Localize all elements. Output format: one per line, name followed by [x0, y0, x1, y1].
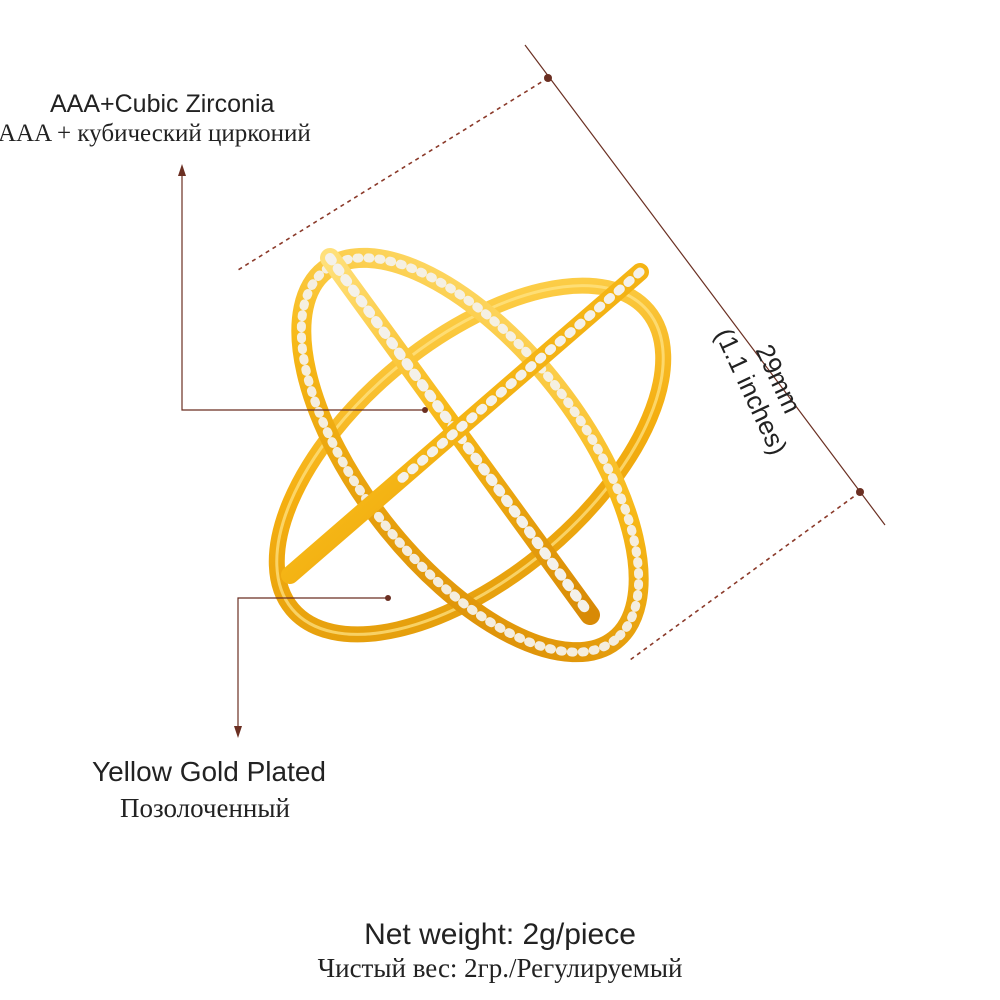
ring-band-pave: [291, 247, 649, 663]
gold-leader-line: [237, 597, 388, 730]
dim-ext-bottom: [629, 491, 861, 661]
stone-leader-line: [181, 172, 425, 411]
pave-stones: [281, 248, 649, 625]
dim-main-line: [524, 44, 886, 526]
stone-label-ru: AAA + кубический цирконий: [0, 120, 311, 147]
weight-label-ru: Чистый вес: 2гр./Регулируемый: [317, 953, 683, 983]
dim-ext-top: [237, 77, 549, 271]
weight-label-en: Net weight: 2g/piece: [364, 918, 636, 951]
plating-label-ru: Позолоченный: [120, 793, 290, 823]
stone-leader-arrow: [178, 164, 186, 176]
dimension-lines: [237, 44, 886, 661]
leader-lines: [178, 164, 428, 738]
plating-label-en: Yellow Gold Plated: [92, 756, 327, 787]
stone-label-en: AAA+Cubic Zirconia: [50, 90, 275, 118]
gold-leader-arrow: [234, 726, 242, 738]
